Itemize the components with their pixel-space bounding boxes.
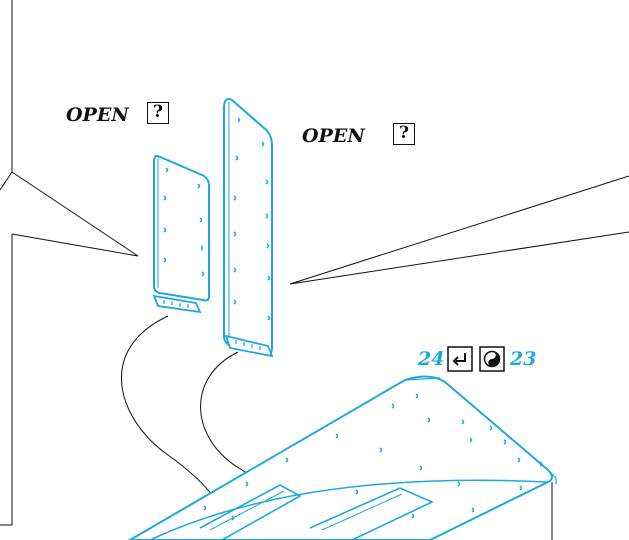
left-callout-outline-top [0, 0, 13, 191]
step-ref-to: 23 [510, 348, 537, 370]
left-side-panel [152, 154, 210, 314]
base-holes [203, 393, 543, 521]
right-panel-bracket [224, 334, 274, 358]
right-callout-pointer [289, 175, 629, 285]
base-slot-left [199, 484, 302, 540]
left-callout-pointer [11, 171, 139, 257]
right-question-badge: ? [393, 123, 415, 145]
right-panel-holes [233, 117, 271, 321]
base-unit [128, 375, 557, 540]
left-panel-holes [163, 167, 205, 277]
right-open-label: OPEN [302, 125, 365, 147]
rotate-object-icon [479, 346, 505, 372]
base-front-edge [149, 479, 549, 540]
step-ref-from: 24 [418, 348, 445, 370]
left-open-label: OPEN [66, 104, 129, 126]
return-arrow-icon [447, 346, 473, 372]
right-side-panel [223, 98, 274, 358]
left-callout-outline-bottom [0, 234, 13, 526]
left-question-badge: ? [147, 102, 169, 124]
step-icons [447, 346, 505, 372]
base-slot-right [309, 487, 434, 540]
